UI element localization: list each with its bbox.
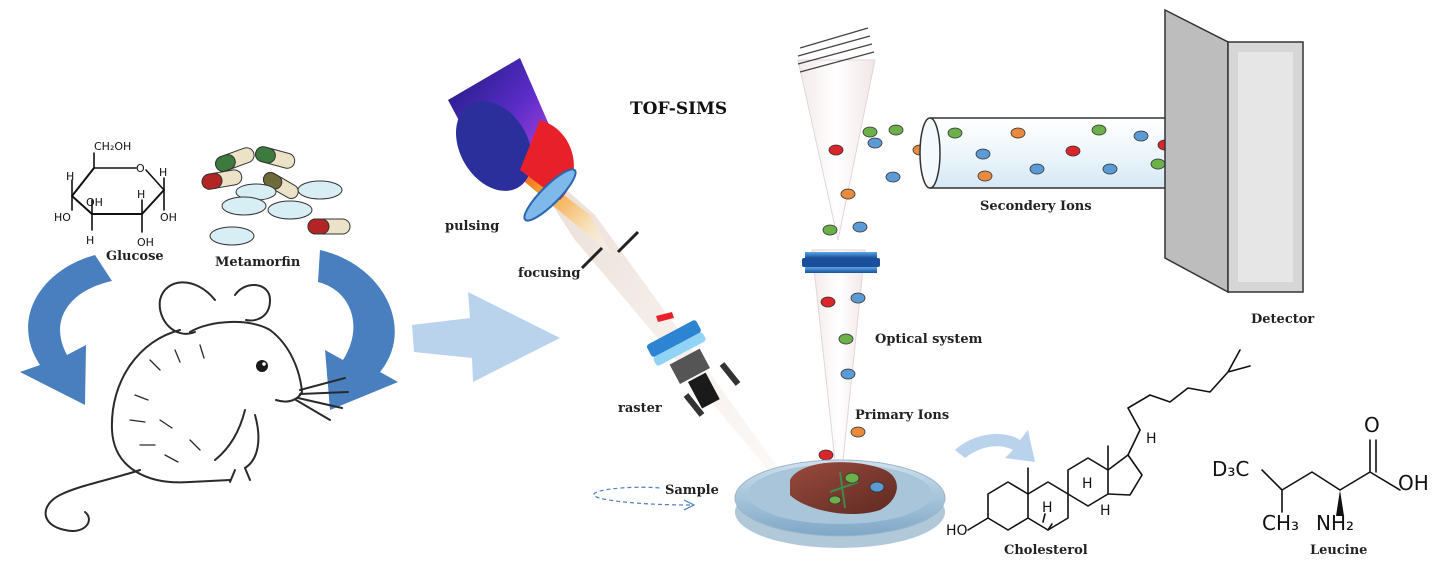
ion xyxy=(839,334,853,344)
ion xyxy=(829,145,843,155)
ion xyxy=(841,189,855,199)
pill-tablet-2 xyxy=(298,181,342,199)
leucine-o: O xyxy=(1364,413,1380,437)
detector-label: Detector xyxy=(1251,312,1314,327)
flow-arrow xyxy=(412,292,560,382)
glucose-ch2oh: CH₂OH xyxy=(94,140,131,153)
glucose-h1: H xyxy=(66,170,74,183)
optical-system-label: Optical system xyxy=(875,332,983,347)
leucine-oh: OH xyxy=(1398,471,1429,495)
secondary-ion-tube xyxy=(920,118,1190,188)
ion xyxy=(851,293,865,303)
glucose-h2: H xyxy=(86,234,94,247)
pill-capsule-1 xyxy=(213,146,256,174)
ion xyxy=(868,138,882,148)
result-arrow xyxy=(955,430,1035,462)
secondary-ions-label: Secondery Ions xyxy=(980,199,1092,214)
ion xyxy=(829,496,841,504)
focusing-label: focusing xyxy=(518,266,580,281)
ion xyxy=(1066,146,1080,156)
glucose-oh2: OH xyxy=(137,236,154,249)
secondary-ion-column xyxy=(798,28,880,470)
ion xyxy=(823,225,837,235)
ion xyxy=(1092,125,1106,135)
ion xyxy=(841,369,855,379)
pulsing-label: pulsing xyxy=(445,219,499,234)
pill-tablet-4 xyxy=(268,201,312,219)
ion xyxy=(978,171,992,181)
optical-lens xyxy=(802,252,880,273)
ion xyxy=(889,125,903,135)
cholesterol-h2: H xyxy=(1042,500,1053,516)
glucose-oh1: OH xyxy=(86,196,103,209)
cholesterol-label: Cholesterol xyxy=(1004,543,1088,558)
ion xyxy=(886,172,900,182)
ion xyxy=(1030,164,1044,174)
primary-ions-label: Primary Ions xyxy=(855,408,949,423)
tof-sims-title: TOF-SIMS xyxy=(630,99,727,119)
ion xyxy=(1011,128,1025,138)
pill-tablet-5 xyxy=(210,227,254,245)
right-curved-arrow xyxy=(318,250,398,410)
ion xyxy=(976,149,990,159)
leucine-structure: D₃C CH₃ NH₂ O OH Leucine xyxy=(1212,413,1429,558)
ion xyxy=(821,297,835,307)
left-curved-arrow xyxy=(20,255,112,405)
leucine-nh2: NH₂ xyxy=(1316,511,1354,535)
ion xyxy=(1134,131,1148,141)
raster-label: raster xyxy=(618,401,662,416)
leucine-d3c: D₃C xyxy=(1212,457,1249,481)
glucose-h4: H xyxy=(159,166,167,179)
ion xyxy=(1103,164,1117,174)
metamorfin-pills: Metamorfin xyxy=(201,145,350,270)
ion xyxy=(863,127,877,137)
pill-capsule-3 xyxy=(201,169,243,191)
pill-capsule-2 xyxy=(254,145,297,170)
cholesterol-ho: HO xyxy=(946,523,968,539)
sample-label: Sample xyxy=(665,483,719,498)
sample-dish xyxy=(735,460,945,548)
leucine-ch3: CH₃ xyxy=(1262,511,1299,535)
primary-beam-column xyxy=(441,58,780,472)
glucose-oh3: OH xyxy=(160,211,177,224)
ion xyxy=(1151,159,1165,169)
pill-tablet-3 xyxy=(222,197,266,215)
glucose-ho: HO xyxy=(54,211,71,224)
detector xyxy=(1165,10,1303,292)
ion xyxy=(851,427,865,437)
ion xyxy=(845,473,859,483)
leucine-label: Leucine xyxy=(1310,543,1367,558)
ion xyxy=(853,222,867,232)
ion xyxy=(948,128,962,138)
cholesterol-h3: H xyxy=(1100,503,1111,519)
pill-capsule-5 xyxy=(308,219,350,234)
glucose-label: Glucose xyxy=(106,249,164,264)
glucose-structure: CH₂OH O H HO OH H H OH H OH Glucose xyxy=(54,140,177,264)
mouse-illustration xyxy=(46,282,348,531)
cholesterol-h1: H xyxy=(1082,476,1093,492)
cholesterol-h4: H xyxy=(1146,431,1157,447)
glucose-h3: H xyxy=(137,188,145,201)
ion xyxy=(819,450,833,460)
cholesterol-structure: HO H H H H Cholesterol xyxy=(946,350,1250,558)
metamorfin-label: Metamorfin xyxy=(215,255,301,270)
ion xyxy=(870,482,884,492)
glucose-ring-o: O xyxy=(136,162,145,175)
